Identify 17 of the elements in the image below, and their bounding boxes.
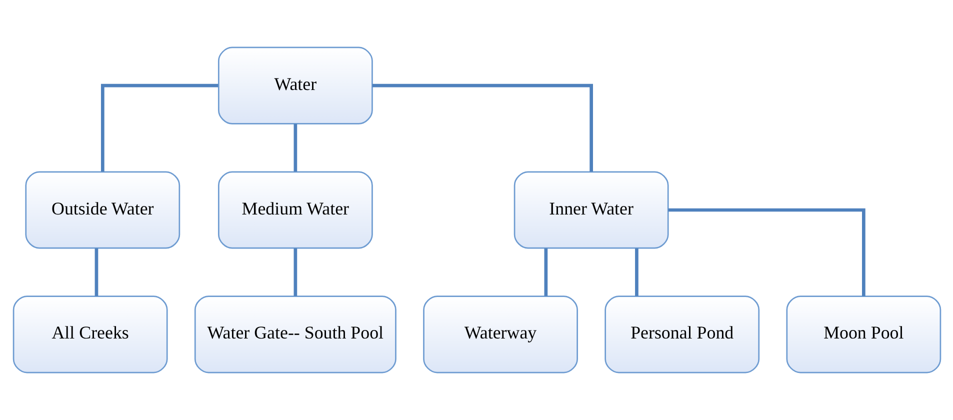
connector [94, 248, 98, 296]
node-box: Personal Pond [604, 296, 760, 374]
connector [293, 248, 297, 296]
connector [372, 84, 592, 172]
node-box: Outside Water [24, 171, 180, 249]
node-box: All Creeks [12, 296, 168, 374]
node-box: Moon Pool [786, 296, 941, 374]
node-box: Inner Water [513, 171, 668, 249]
connector [293, 124, 297, 172]
node-box: Medium Water [217, 171, 372, 249]
node-box: Waterway [422, 296, 578, 374]
node-box: Water [217, 46, 372, 124]
connector [668, 208, 865, 296]
node-box: Water Gate-- South Pool [194, 296, 396, 374]
connector [100, 84, 218, 172]
connector [634, 248, 638, 296]
connector [544, 248, 548, 296]
